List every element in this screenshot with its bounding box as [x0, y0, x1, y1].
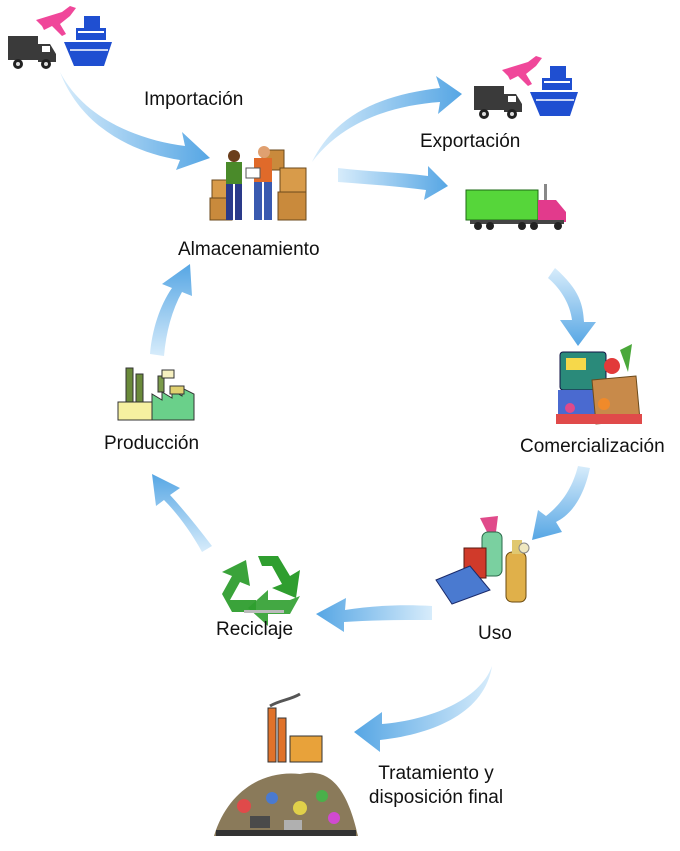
arrow-exportacion	[312, 76, 462, 162]
cargo-lorry-icon	[465, 184, 566, 230]
label-importacion: Importación	[144, 89, 244, 110]
arrow-importacion	[60, 72, 210, 170]
export-transport-icon	[474, 56, 578, 119]
arrow-to-tratamiento	[354, 666, 492, 752]
ship-icon	[64, 16, 112, 66]
label-tratamiento-line2: disposición final	[368, 787, 504, 808]
arrow-to-lorry	[338, 166, 448, 200]
label-almacenamiento: Almacenamiento	[178, 239, 320, 260]
landfill-icon	[214, 692, 358, 836]
import-transport-icon	[8, 6, 112, 69]
recycle-icon	[222, 556, 300, 626]
household-products-icon	[435, 516, 530, 605]
arrow-to-produccion	[152, 474, 212, 552]
truck-icon	[8, 36, 56, 69]
arrow-to-comercializacion	[548, 268, 596, 346]
arrow-to-uso	[532, 466, 590, 540]
label-tratamiento-line1: Tratamiento y	[378, 763, 494, 784]
label-exportacion: Exportación	[420, 131, 521, 152]
label-tratamiento: Tratamiento y disposición final	[356, 762, 516, 810]
plane-icon	[36, 6, 76, 36]
arrow-to-reciclaje	[316, 598, 432, 632]
label-comercializacion: Comercialización	[520, 436, 665, 457]
market-goods-icon	[556, 344, 642, 425]
label-produccion: Producción	[104, 433, 200, 454]
label-uso: Uso	[478, 623, 512, 644]
factory-icon	[117, 367, 195, 421]
arrow-to-almacenamiento	[150, 264, 192, 356]
warehouse-workers-icon	[209, 146, 307, 221]
label-reciclaje: Reciclaje	[216, 619, 294, 640]
